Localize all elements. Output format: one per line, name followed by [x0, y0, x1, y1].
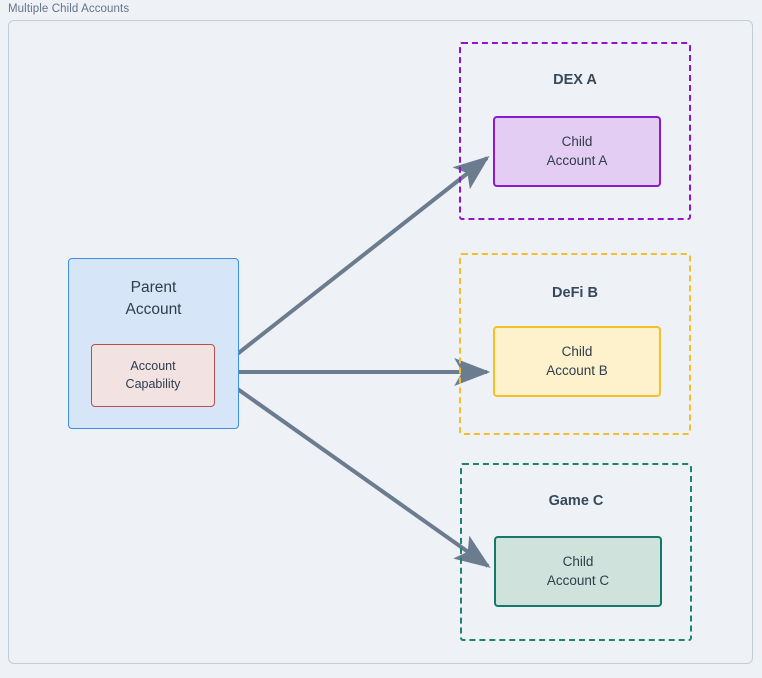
account-capability-label-line2: Capability: [125, 376, 181, 391]
account-capability-label-line1: Account: [130, 359, 176, 374]
group-game-c-title: Game C: [548, 493, 604, 509]
diagram-title: Multiple Child Accounts: [8, 3, 130, 15]
group-game-c[interactable]: Game C: [460, 463, 692, 641]
child-account-c-label-line1: Child: [562, 553, 594, 569]
parent-account-label-line1: Parent: [130, 279, 177, 296]
group-defi-b[interactable]: DeFi B: [459, 253, 691, 435]
node-child-account-b[interactable]: Child Account B: [493, 326, 661, 397]
child-account-c-label-line2: Account C: [546, 572, 610, 588]
node-account-capability[interactable]: Account Capability: [91, 344, 215, 407]
parent-account-label-line2: Account: [125, 301, 182, 319]
parent-account-label: Parent Account: [125, 277, 181, 322]
node-child-account-c[interactable]: Child Account C: [494, 536, 662, 607]
child-account-b-label-line1: Child: [561, 343, 593, 359]
child-account-b-label-line2: Account B: [546, 362, 608, 378]
group-dex-a[interactable]: DEX A: [459, 42, 691, 220]
child-account-a-label-line2: Account A: [546, 152, 608, 168]
node-child-account-a[interactable]: Child Account A: [493, 116, 661, 187]
child-account-a-label-line1: Child: [561, 133, 593, 149]
group-dex-a-title: DEX A: [553, 72, 597, 88]
group-defi-b-title: DeFi B: [552, 285, 598, 301]
